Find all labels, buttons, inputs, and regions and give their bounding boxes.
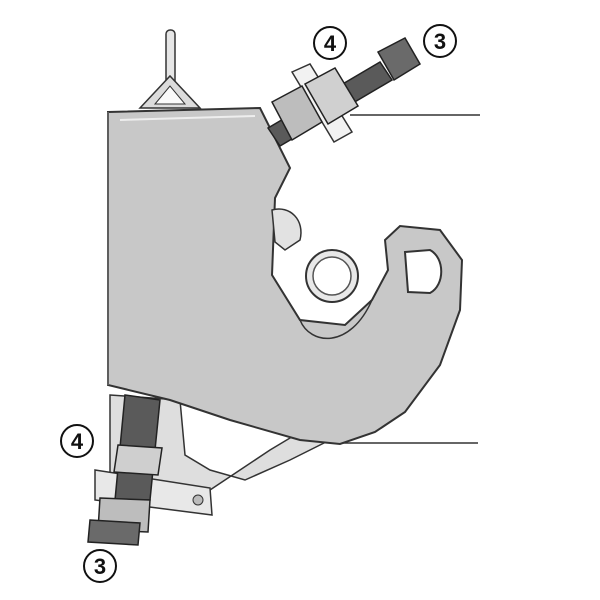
callout-bottom-upper: 4 — [60, 424, 94, 458]
callout-label: 4 — [71, 429, 84, 454]
hook-body — [107, 106, 464, 446]
d-shaped-slot — [403, 248, 443, 295]
hook-pin-hole — [305, 249, 359, 303]
callout-label: 3 — [94, 554, 106, 579]
bottom-bolt-assembly — [87, 394, 163, 546]
callout-label: 3 — [434, 29, 446, 54]
top-bolt-assembly — [266, 37, 422, 148]
callout-label: 4 — [324, 31, 337, 56]
lifting-pin — [138, 29, 202, 109]
callout-top-left: 4 — [313, 26, 347, 60]
callout-bottom-lower: 3 — [83, 549, 117, 583]
callout-top-right: 3 — [423, 24, 457, 58]
